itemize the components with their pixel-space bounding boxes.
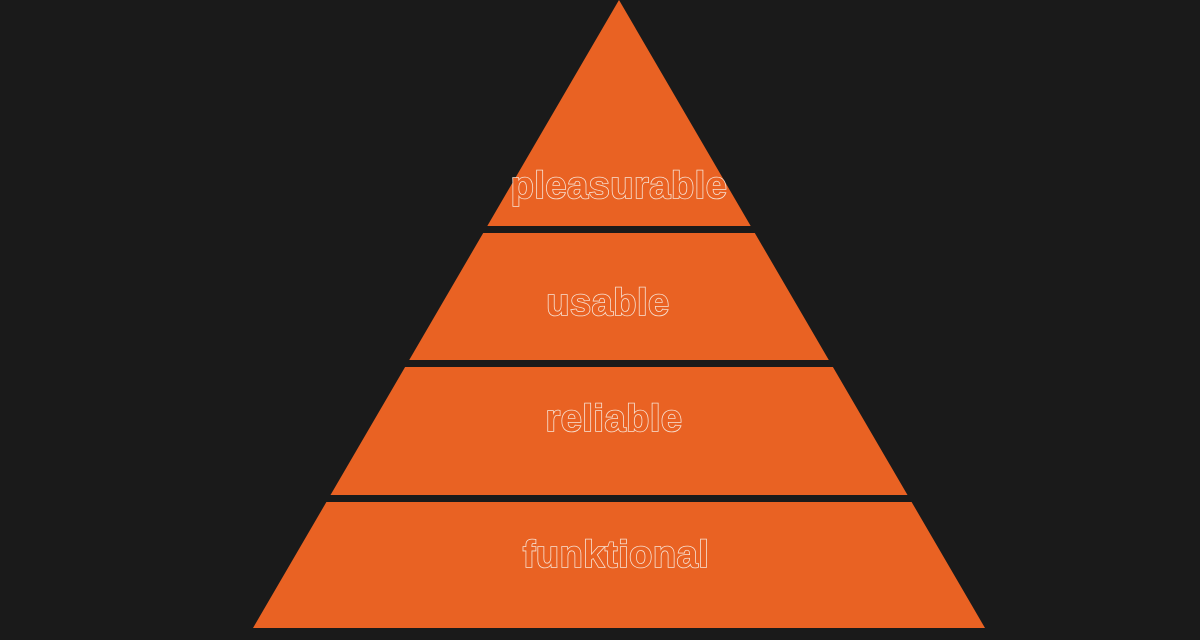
layer-label-reliable: reliable xyxy=(545,398,682,440)
pyramid-layer-reliable xyxy=(330,367,908,495)
pyramid-layer-funktional xyxy=(253,502,985,628)
layer-label-pleasurable: pleasurable xyxy=(511,165,728,207)
layer-label-funktional: funktional xyxy=(523,534,710,576)
layer-label-usable: usable xyxy=(546,282,669,324)
pyramid-layer-usable xyxy=(409,233,829,360)
pyramid-layer-pleasurable xyxy=(487,0,751,226)
